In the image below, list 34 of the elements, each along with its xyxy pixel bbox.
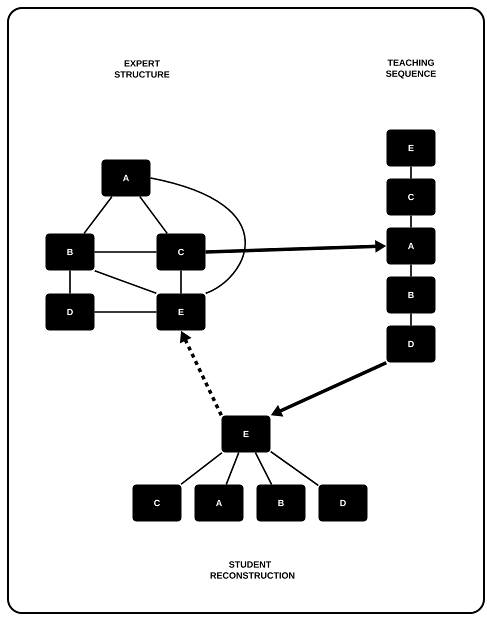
connector-line (270, 450, 319, 486)
section-heading: EXPERT STRUCTURE (114, 60, 170, 78)
concept-box: D (46, 294, 94, 330)
concept-box: A (386, 228, 436, 264)
connector-line (226, 452, 240, 485)
connector-line (410, 264, 412, 276)
connector-line (94, 270, 157, 294)
concept-box: D (386, 326, 436, 362)
concept-box: A (194, 484, 244, 522)
concept-box: C (156, 234, 206, 270)
connector-line (69, 270, 71, 294)
connector-line (410, 166, 412, 178)
concept-box: E (156, 294, 206, 330)
concept-box: A (102, 160, 150, 196)
connector-line (150, 177, 246, 294)
concept-box: E (386, 130, 436, 166)
concept-box: B (46, 234, 94, 270)
concept-box: C (132, 484, 182, 522)
connector-line (94, 311, 156, 313)
concept-box: E (222, 416, 270, 452)
concept-box: D (318, 484, 368, 522)
connector-line (410, 314, 412, 326)
connector-line (139, 196, 168, 234)
concept-box: B (386, 276, 436, 314)
connector-line (180, 452, 222, 485)
connector-line (254, 452, 272, 485)
connector-line (410, 216, 412, 228)
section-heading: TEACHING SEQUENCE (386, 59, 436, 79)
connector-line (94, 251, 156, 253)
section-heading: STUDENT RECONSTRUCTION (210, 561, 294, 579)
concept-box: B (256, 484, 306, 522)
concept-box: C (386, 178, 436, 216)
connector-line (84, 196, 112, 234)
connector-line (180, 270, 182, 294)
